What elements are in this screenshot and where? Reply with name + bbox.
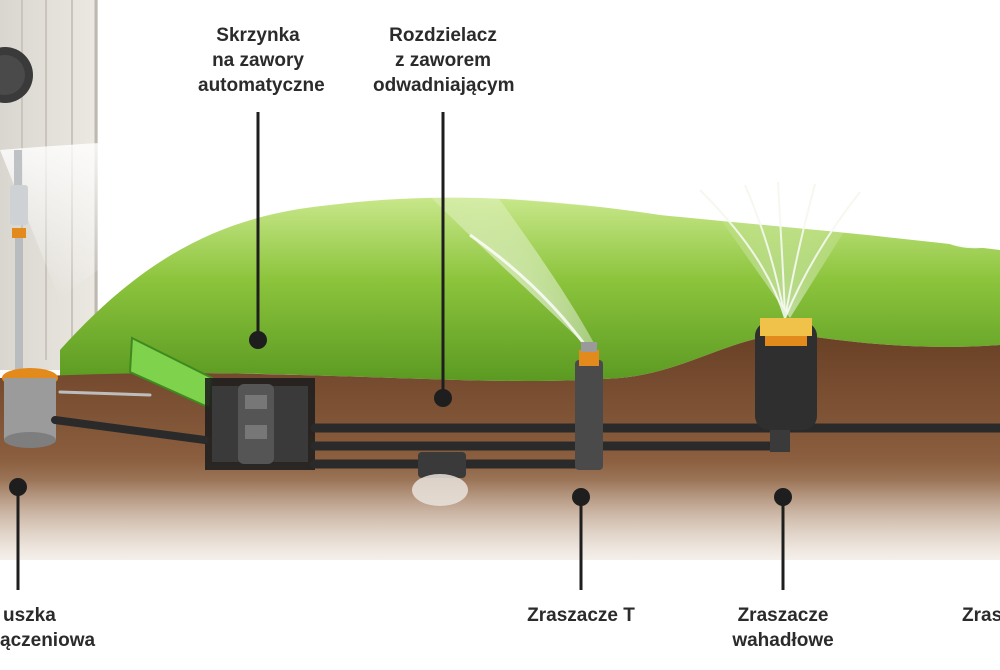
oscillating-sprinkler: [755, 318, 817, 452]
label-valve-box-line-1: Skrzynka: [216, 25, 300, 46]
leader-lines: [16, 112, 785, 590]
label-connection-box-line-2: ączeniowa: [0, 630, 96, 651]
label-manifold: Rozdzielacz z zaworem odwadniającym: [373, 23, 515, 98]
valve-box-marker: [249, 331, 267, 349]
label-oscillating-line-2: wahadłowe: [732, 630, 834, 651]
label-valve-box-line-2: na zawory: [212, 50, 304, 71]
oscillating-sprinkler-marker: [774, 488, 792, 506]
label-right-cut: Zras: [962, 605, 1000, 626]
label-manifold-line-3: odwadniającym: [373, 75, 515, 96]
spray-plumes: [365, 118, 1000, 353]
manifold-marker: [434, 389, 452, 407]
valve-box: [205, 378, 315, 470]
label-manifold-line-2: z zaworem: [394, 50, 492, 71]
label-valve-box: Skrzynka na zawory automatyczne: [198, 23, 325, 98]
t-sprinkler: [575, 342, 603, 470]
label-valve-box-line-3: automatyczne: [198, 75, 325, 96]
label-connection-box: uszka ączeniowa: [0, 603, 95, 653]
faucet-connection-post: [2, 150, 58, 448]
t-sprinkler-marker: [572, 488, 590, 506]
manifold-drain: [412, 452, 468, 506]
label-manifold-line-1: Rozdzielacz: [389, 25, 497, 46]
leader-dots: [9, 331, 792, 506]
label-t-sprinklers: Zraszacze T: [527, 605, 635, 626]
connection-box-marker: [9, 478, 27, 496]
label-oscillating-sprinklers: Zraszacze wahadłowe: [723, 603, 843, 653]
label-connection-box-line-1: uszka: [3, 605, 56, 626]
label-oscillating-line-1: Zraszacze: [737, 605, 829, 626]
